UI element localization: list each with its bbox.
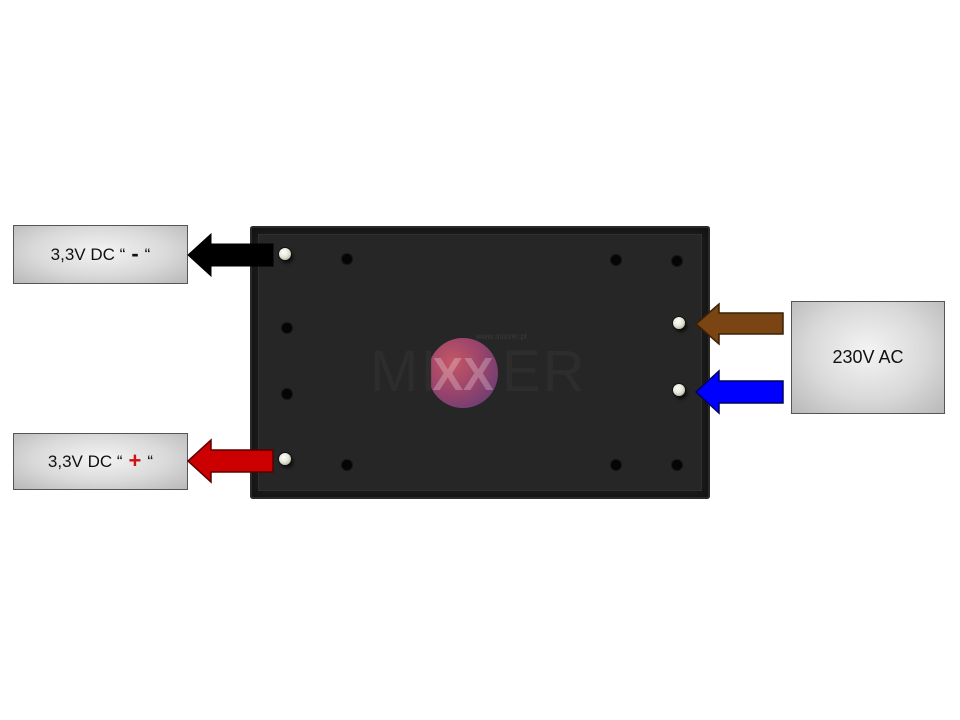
mounting-hole (282, 323, 292, 333)
pin-dc-plus (279, 453, 291, 465)
minus-sign: - (131, 240, 139, 266)
label-dc-plus-suffix: “ (147, 451, 154, 471)
pin-dc-minus (279, 248, 291, 260)
mounting-hole (672, 460, 682, 470)
label-dc-minus-prefix: 3,3V DC “ (50, 244, 126, 264)
label-dc-plus-prefix: 3,3V DC “ (47, 451, 123, 471)
logo-circle-icon (428, 338, 498, 408)
label-dc-minus: 3,3V DC “ - “ (13, 225, 188, 284)
logo-url: www.mixxer.pl (476, 332, 527, 341)
label-ac-text: 230V AC (832, 347, 904, 367)
pin-ac-n (673, 384, 685, 396)
mounting-hole (342, 460, 352, 470)
mounting-hole (342, 254, 352, 264)
logo-mark: XX (432, 348, 494, 400)
label-dc-minus-suffix: “ (144, 244, 151, 264)
mounting-hole (611, 255, 621, 265)
logo-text-right: ER (502, 339, 587, 404)
mounting-hole (611, 460, 621, 470)
logo-text-left: MI (370, 339, 439, 404)
brand-logo: XX MI ER www.mixxer.pl (370, 330, 585, 410)
label-ac: 230V AC (791, 301, 945, 414)
mounting-hole (672, 256, 682, 266)
mounting-hole (282, 389, 292, 399)
label-dc-plus: 3,3V DC “ + “ (13, 433, 188, 490)
pin-ac-l (673, 317, 685, 329)
plus-sign: + (128, 447, 142, 473)
